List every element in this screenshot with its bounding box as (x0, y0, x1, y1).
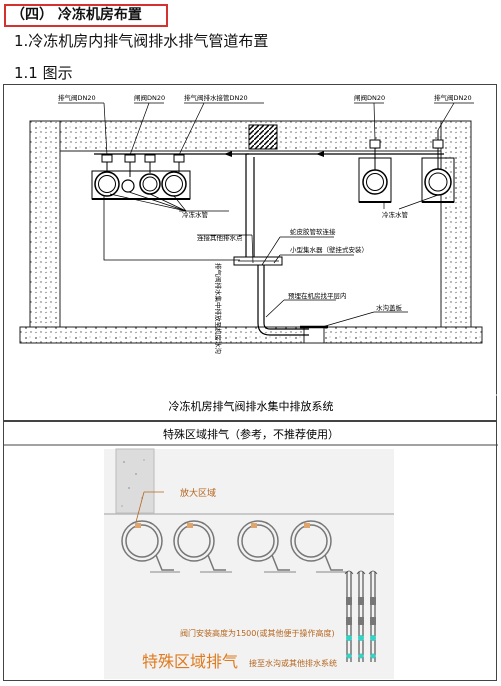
figure-drain-system: 排气阀DN20 闸阀DN20 排气阀排水接管DN20 闸阀DN20 排气阀DN2… (3, 84, 498, 421)
label-vent-left: 排气阀DN20 (58, 93, 96, 102)
right-pipe-cluster (358, 130, 455, 203)
label-chw-right: 冷冻水管 (382, 210, 409, 219)
label-gate-right: 闸阀DN20 (354, 93, 385, 102)
special-area-title: 特殊区域排气 (142, 652, 238, 671)
note-connect-trench: 接至水沟或其他排水系统 (249, 658, 337, 668)
hatched-block (248, 124, 278, 150)
label-floor-pipe: 预埋在机房找平层内 (288, 291, 347, 300)
section-heading: 1.冷冻机房内排气阀排水排气管道布置 (14, 32, 269, 50)
note-valve-height: 阀门安装高度为1500(或其他便于操作高度) (180, 628, 335, 638)
left-pipe-cluster (91, 154, 191, 200)
label-hose: 蛇皮胶管软连接 (290, 227, 336, 236)
subsection-heading: 1.1 图示 (14, 64, 73, 82)
label-zoom-area: 放大区域 (180, 487, 216, 499)
label-collector: 小型集水器（壁挂式安装） (290, 245, 368, 254)
drain-system-drawing: 排气阀DN20 闸阀DN20 排气阀排水接管DN20 闸阀DN20 排气阀DN2… (4, 93, 498, 413)
left-wall (29, 120, 61, 332)
figure-special-area: 特殊区域排气（参考，不推荐使用） 放大区域 (3, 421, 498, 681)
label-chw-left: 冷冻水管 (182, 210, 209, 219)
label-gate-left: 闸阀DN20 (134, 93, 165, 102)
pipe-loops (121, 520, 343, 571)
figure-title: 特殊区域排气（参考，不推荐使用） (163, 427, 339, 441)
right-wall (440, 120, 472, 332)
figure-caption: 冷冻机房排气阀排水集中排放系统 (169, 399, 334, 413)
special-area-drawing: 特殊区域排气（参考，不推荐使用） 放大区域 (4, 427, 498, 679)
section-tag: （四） 冷冻机房布置 (4, 4, 168, 27)
label-vent-right: 排气阀DN20 (434, 93, 472, 102)
label-trench-cover: 水沟盖板 (376, 303, 403, 312)
label-connect-other: 连接其他排水点 (197, 233, 243, 242)
label-riser: 排气阀排水集中排放至机房水沟 (214, 263, 223, 354)
label-drain-pipe: 排气阀排水接管DN20 (184, 93, 248, 102)
floor-slab (19, 326, 483, 344)
